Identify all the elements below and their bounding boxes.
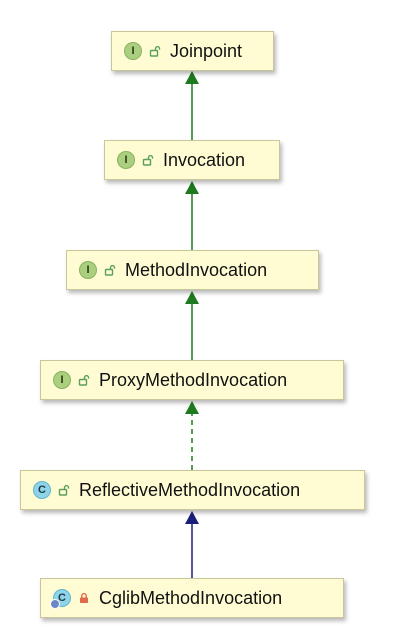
arrowhead-icon [185, 401, 199, 414]
interface-kind-letter: I [60, 374, 64, 386]
public-lock-icon [148, 44, 162, 58]
public-lock-icon [103, 263, 117, 277]
node-label: Joinpoint [170, 41, 243, 61]
public-lock-icon [141, 153, 155, 167]
interface-icon: I [117, 151, 135, 169]
edge-invocation-to-joinpoint [185, 71, 199, 140]
node-label: ReflectiveMethodInvocation [79, 480, 301, 500]
arrowhead-icon [185, 181, 199, 194]
edge-method-invocation-to-invocation [185, 181, 199, 250]
interface-kind-letter: I [131, 45, 135, 57]
node-method-invocation[interactable]: I MethodInvocation [66, 250, 319, 290]
public-lock-icon [57, 483, 71, 497]
arrowhead-icon [185, 71, 199, 84]
node-label: ProxyMethodInvocation [99, 370, 288, 390]
interface-icon: I [124, 42, 142, 60]
node-label: Invocation [163, 150, 246, 170]
static-nested-marker-icon [50, 599, 60, 609]
node-proxy-method-invocation[interactable]: I ProxyMethodInvocation [40, 360, 344, 400]
interface-icon: I [79, 261, 97, 279]
edge-proxy-method-invocation-to-method-invocation [185, 291, 199, 360]
private-lock-icon [77, 591, 91, 605]
node-label: MethodInvocation [125, 260, 268, 280]
edge-reflective-to-proxy-method-invocation [185, 401, 199, 470]
node-reflective-method-invocation[interactable]: C ReflectiveMethodInvocation [20, 470, 365, 510]
edge-cglib-to-reflective [185, 511, 199, 578]
interface-kind-letter: I [86, 264, 90, 276]
node-joinpoint[interactable]: I Joinpoint [111, 31, 274, 71]
node-invocation[interactable]: I Invocation [104, 140, 280, 180]
class-icon: C [33, 481, 51, 499]
arrowhead-icon [185, 291, 199, 304]
interface-icon: I [53, 371, 71, 389]
node-label: CglibMethodInvocation [99, 588, 283, 608]
public-lock-icon [77, 373, 91, 387]
interface-kind-letter: I [124, 154, 128, 166]
node-cglib-method-invocation[interactable]: C CglibMethodInvocation [40, 578, 344, 618]
class-kind-letter: C [38, 484, 46, 496]
class-kind-letter: C [58, 592, 66, 604]
inner-class-icon: C [50, 589, 71, 609]
arrowhead-icon [185, 511, 199, 524]
